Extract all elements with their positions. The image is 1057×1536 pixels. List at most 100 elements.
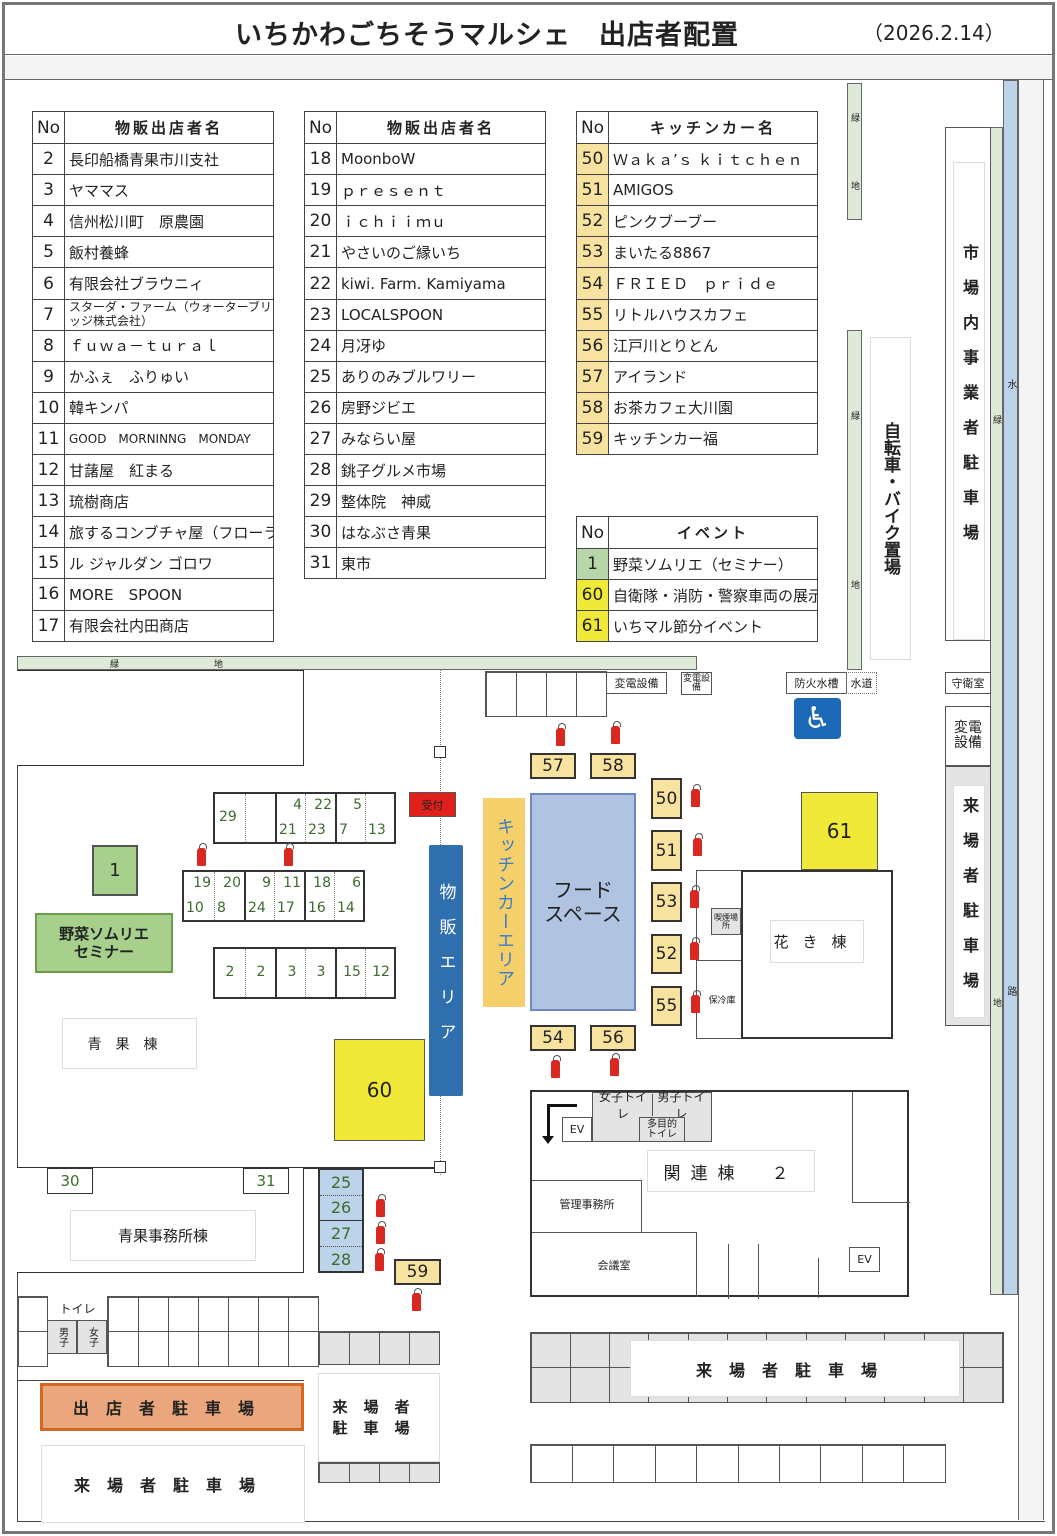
row-name: GOOD MORNINNG MONDAY <box>69 432 251 447</box>
booth-25[interactable]: 25 <box>320 1170 362 1196</box>
stall-cell[interactable] <box>245 794 275 842</box>
stall-cell[interactable]: 15 <box>335 949 365 997</box>
event-1[interactable]: 1 <box>92 845 138 896</box>
stall-number-top: 11 <box>283 875 301 891</box>
kitchen-57[interactable]: 57 <box>530 753 576 779</box>
divider-line <box>17 1380 304 1381</box>
water-tap: 水道 <box>846 672 877 694</box>
booth-30[interactable]: 30 <box>47 1168 93 1194</box>
stall-cell[interactable]: 20 8 <box>214 872 244 920</box>
row-name: 有限会社ブラウニィ <box>69 275 205 294</box>
stall-number-top: 20 <box>223 875 241 891</box>
row-name: お茶カフェ大川園 <box>613 399 734 418</box>
row-name: 甘藷屋 紅まる <box>69 461 175 480</box>
kitchen-51[interactable]: 51 <box>651 830 682 871</box>
event-61[interactable]: 61 <box>801 792 878 870</box>
water-channel: 水路 <box>1003 80 1018 1295</box>
admin-outline <box>532 1180 642 1232</box>
reception[interactable]: 受付 <box>409 792 456 817</box>
row-no: 31 <box>305 548 337 579</box>
kitchen-car-area: キッチンカーエリア <box>483 798 525 1007</box>
stairs-arrow-icon <box>547 1104 550 1140</box>
row-name: 韓キンパ <box>69 399 129 418</box>
event-60[interactable]: 60 <box>334 1039 425 1141</box>
stall-number-top: 9 <box>262 875 271 891</box>
right-wing <box>852 1202 910 1203</box>
stall-cell[interactable]: 2 <box>215 949 245 997</box>
kitchen-50[interactable]: 50 <box>651 778 682 819</box>
stall-cell[interactable]: 3 <box>305 949 335 997</box>
road-label: 路 <box>1005 985 1016 996</box>
stall-cell[interactable]: 13 <box>365 794 395 842</box>
row-name: まいたる8867 <box>613 243 712 262</box>
row-name: 飯村養蜂 <box>69 243 130 262</box>
food-space: フード スペース <box>530 793 636 1011</box>
kitchen-58[interactable]: 58 <box>590 753 636 779</box>
men-wc: 男子トイレ <box>652 1090 710 1121</box>
parking-stall <box>778 1444 822 1483</box>
kitchen-54[interactable]: 54 <box>530 1025 576 1051</box>
stall-number: 2 <box>225 964 235 980</box>
fire-extinguisher-icon <box>610 1053 620 1076</box>
green-label: 緑 <box>110 659 120 670</box>
row-no: 56 <box>577 330 609 361</box>
booth-26[interactable]: 26 <box>320 1196 362 1221</box>
row-no: 57 <box>577 361 609 392</box>
row-name: ピンクブーブー <box>613 212 718 231</box>
guard-room: 守衛室 <box>945 672 991 694</box>
stall-cell[interactable]: 3 <box>275 949 305 997</box>
row-no: 14 <box>33 517 65 548</box>
row-no: 28 <box>305 455 337 486</box>
row-no: 50 <box>577 144 609 175</box>
parking-stall <box>903 1444 946 1483</box>
top-road <box>5 56 1052 80</box>
parking-stall <box>613 1444 656 1483</box>
kitchen-55[interactable]: 55 <box>651 986 682 1026</box>
kitchen-52[interactable]: 52 <box>651 934 682 974</box>
parking-stall <box>820 1444 863 1483</box>
stall-cell[interactable]: 2 <box>245 949 275 997</box>
green-strip-top: 緑地 <box>847 83 862 220</box>
row-no: 52 <box>577 206 609 237</box>
parking-stalls-gray-2 <box>318 1462 440 1483</box>
row-no: 23 <box>305 299 337 330</box>
stall-cell[interactable]: 12 <box>365 949 395 997</box>
booth-27[interactable]: 27 <box>320 1221 362 1247</box>
booth-28[interactable]: 28 <box>330 1249 352 1269</box>
stall-number: 15 <box>343 964 361 980</box>
fire-extinguisher-icon <box>691 784 701 807</box>
stall-number-bottom: 23 <box>308 822 326 838</box>
stall-number: 12 <box>372 964 390 980</box>
flower-building-label: 花き棟 <box>770 920 864 963</box>
booth-column-25-28: 25 26 27 28 <box>318 1168 364 1273</box>
corridor-line <box>818 1258 819 1298</box>
header-no: No <box>305 112 337 144</box>
stall-number-bottom: 8 <box>217 900 226 916</box>
stall-cell[interactable]: 29 <box>215 794 245 842</box>
kitchen-56[interactable]: 56 <box>590 1025 636 1051</box>
kitchen-59[interactable]: 59 <box>394 1259 441 1285</box>
row-name: MoonboW <box>341 150 416 169</box>
kitchen-53[interactable]: 53 <box>651 882 682 922</box>
booth-31[interactable]: 31 <box>243 1168 289 1194</box>
row-no: 61 <box>577 611 609 642</box>
seminar-area: 野菜ソムリエ セミナー <box>35 913 173 973</box>
admin-office: 管理事務所 <box>559 1198 615 1211</box>
